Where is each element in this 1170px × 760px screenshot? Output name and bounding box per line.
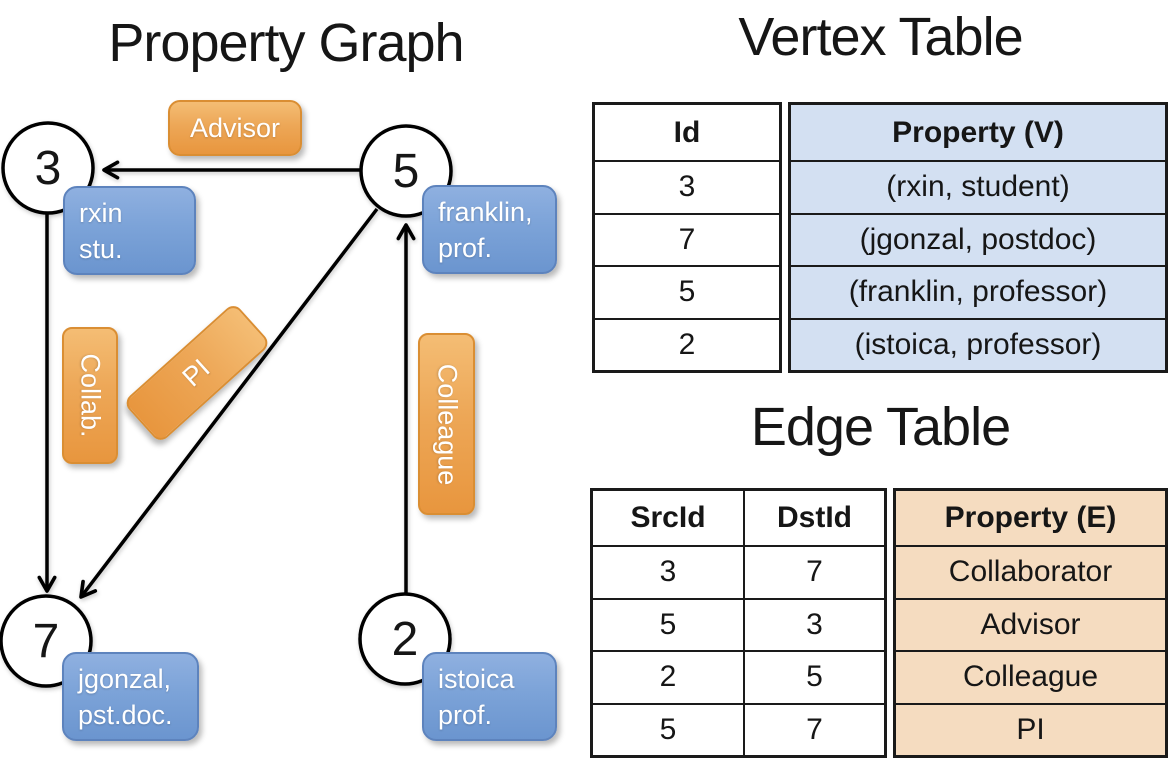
- table-cell: 5: [593, 597, 743, 651]
- vertex-id-3: 3: [34, 142, 62, 195]
- edge-label-advisor-text: Advisor: [189, 112, 281, 143]
- vertex-property-line: pst.doc.: [78, 699, 173, 730]
- vertex-property-box-5: franklin, prof.: [422, 185, 557, 274]
- table-cell: 5: [595, 265, 779, 318]
- property-graph-title: Property Graph: [108, 13, 464, 73]
- table-cell: Collaborator: [896, 545, 1165, 598]
- edge-label-pi-text: PI: [177, 352, 217, 393]
- edge-line-pi-5-to-7: [79, 207, 379, 599]
- vertex-id-5: 5: [392, 145, 420, 198]
- vertex-table-header-id: Id: [673, 115, 701, 149]
- edge-table-header-property: Property (E): [896, 491, 1165, 545]
- edge-table-header-srcid: SrcId: [630, 501, 706, 534]
- vertex-table-title: Vertex Table: [738, 7, 1023, 67]
- vertex-id-7: 7: [32, 615, 60, 668]
- table-cell: Advisor: [896, 597, 1165, 650]
- edge-label-advisor: Advisor: [168, 100, 302, 156]
- table-cell: (istoica, professor): [791, 317, 1165, 370]
- vertex-property-line: prof.: [438, 699, 493, 730]
- vertex-property-line: jgonzal,: [78, 664, 172, 694]
- table-cell: 7: [743, 545, 884, 598]
- vertex-table-property-column: Property (V) (rxin, student) (jgonzal, p…: [788, 102, 1168, 373]
- table-cell: Colleague: [896, 650, 1165, 703]
- table-cell: 3: [595, 160, 779, 213]
- table-cell: 2: [595, 317, 779, 371]
- table-cell: 3: [743, 597, 884, 650]
- edge-label-colleague: Colleague: [418, 333, 475, 515]
- edge-table-header-dstid: DstId: [743, 491, 884, 545]
- edge-table-id-columns: SrcId DstId 3 7 5 3 2 5 5 7: [590, 488, 887, 758]
- vertex-property-box-7: jgonzal, pst.doc.: [62, 652, 199, 741]
- vertex-table-id-column: Id 3 7 5 2: [592, 102, 782, 373]
- table-cell: 5: [743, 650, 884, 703]
- edge-label-collab: Collab.: [62, 327, 118, 464]
- table-cell: 5: [593, 702, 743, 756]
- vertex-id-2: 2: [391, 613, 419, 666]
- table-cell: (rxin, student): [791, 160, 1165, 213]
- table-cell: (jgonzal, postdoc): [791, 212, 1165, 265]
- table-cell: (franklin, professor): [791, 265, 1165, 318]
- vertex-table-header-property: Property (V): [791, 105, 1165, 160]
- table-cell: 2: [593, 650, 743, 703]
- edge-label-collab-text: Collab.: [75, 353, 106, 438]
- table-cell: 7: [743, 702, 884, 755]
- vertex-property-box-2: istoica prof.: [422, 652, 557, 741]
- vertex-property-line: rxin: [79, 198, 123, 228]
- vertex-property-line: istoica: [438, 664, 515, 694]
- edge-table-property-column: Property (E) Collaborator Advisor Collea…: [893, 488, 1168, 758]
- edge-table-title: Edge Table: [750, 397, 1011, 457]
- table-cell: 3: [593, 545, 743, 598]
- vertex-property-line: franklin,: [438, 197, 533, 227]
- vertex-property-line: prof.: [438, 232, 493, 263]
- vertex-property-line: stu.: [79, 233, 123, 264]
- table-cell: PI: [896, 702, 1165, 755]
- vertex-property-box-3: rxin stu.: [63, 186, 196, 275]
- table-cell: 7: [595, 212, 779, 266]
- edge-label-colleague-text: Colleague: [432, 363, 462, 485]
